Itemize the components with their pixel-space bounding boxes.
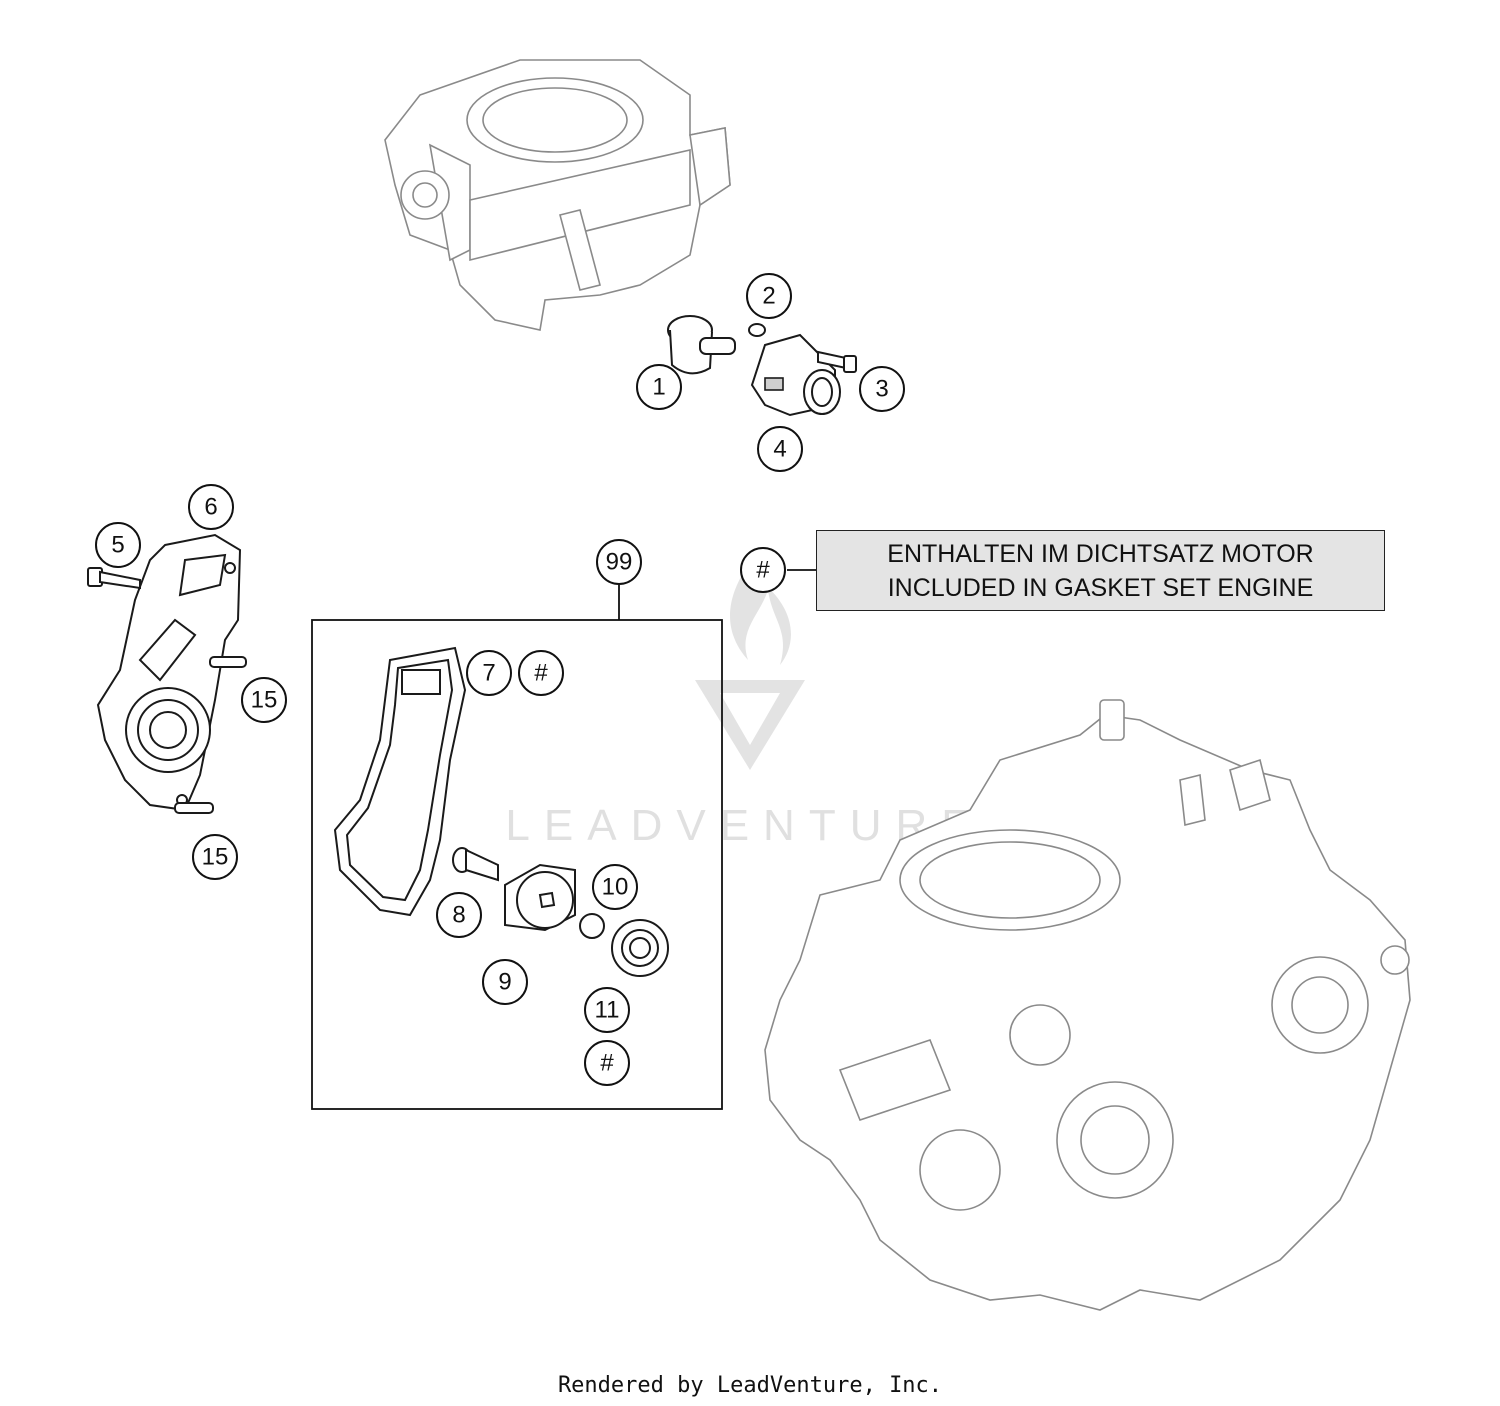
- dowel-pin-upper-drawing: [209, 656, 247, 668]
- callout-8: 8: [436, 892, 482, 938]
- callout-legend-hash: #: [740, 547, 786, 593]
- svg-text:#: #: [756, 557, 770, 584]
- cylinder-drawing: [384, 59, 731, 331]
- callout-11-hash: #: [584, 1040, 630, 1086]
- svg-text:3: 3: [875, 376, 888, 403]
- svg-text:1: 1: [652, 374, 665, 401]
- crankcase-drawing: [764, 699, 1411, 1311]
- dowel-pin-lower-drawing: [174, 802, 214, 814]
- callout-4: 4: [757, 426, 803, 472]
- svg-text:8: 8: [452, 902, 465, 929]
- callout-11: 11: [584, 987, 630, 1033]
- shaft-seal-drawing: [611, 919, 669, 977]
- legend-line-german: ENTHALTEN IM DICHTSATZ MOTOR: [887, 539, 1314, 568]
- thermostat-housing-drawing: [750, 333, 841, 417]
- svg-text:#: #: [600, 1050, 614, 1077]
- callout-3: 3: [859, 366, 905, 412]
- svg-text:10: 10: [602, 874, 629, 901]
- svg-text:#: #: [534, 660, 548, 687]
- svg-text:4: 4: [773, 436, 786, 463]
- svg-text:2: 2: [762, 283, 775, 310]
- bolt-8-drawing: [452, 847, 499, 882]
- impeller-drawing: [504, 863, 576, 932]
- kit-99-frame: [311, 619, 723, 1110]
- watermark-logo: LEADVENTURE: [505, 570, 984, 850]
- bolt-5-drawing: [87, 567, 141, 590]
- legend-line-english: INCLUDED IN GASKET SET ENGINE: [887, 573, 1314, 602]
- callout-7-hash: #: [518, 650, 564, 696]
- svg-text:7: 7: [482, 660, 495, 687]
- callout-15-lower: 15: [192, 834, 238, 880]
- svg-text:15: 15: [202, 844, 229, 871]
- o-ring-drawing: [748, 323, 766, 337]
- thermostat-drawing: [667, 315, 736, 375]
- callout-6: 6: [188, 484, 234, 530]
- callout-10: 10: [592, 864, 638, 910]
- svg-text:99: 99: [606, 549, 633, 576]
- watermark-text: LEADVENTURE: [505, 801, 984, 850]
- svg-text:11: 11: [595, 997, 620, 1024]
- water-pump-cover-drawing: [96, 533, 242, 812]
- callout-2: 2: [746, 273, 792, 319]
- svg-text:15: 15: [251, 687, 278, 714]
- legend-box: ENTHALTEN IM DICHTSATZ MOTOR INCLUDED IN…: [816, 530, 1385, 611]
- footer-credit: Rendered by LeadVenture, Inc.: [557, 1373, 943, 1398]
- callout-1: 1: [636, 364, 682, 410]
- callout-7: 7: [466, 650, 512, 696]
- gasket-drawing: [333, 646, 467, 917]
- callout-9: 9: [482, 959, 528, 1005]
- callout-15-upper: 15: [241, 677, 287, 723]
- svg-text:6: 6: [204, 494, 217, 521]
- svg-text:9: 9: [498, 969, 511, 996]
- svg-text:5: 5: [111, 532, 124, 559]
- callout-5: 5: [95, 522, 141, 568]
- screw-3-drawing: [817, 350, 857, 373]
- callout-99: 99: [596, 539, 642, 585]
- washer-drawing: [579, 913, 605, 939]
